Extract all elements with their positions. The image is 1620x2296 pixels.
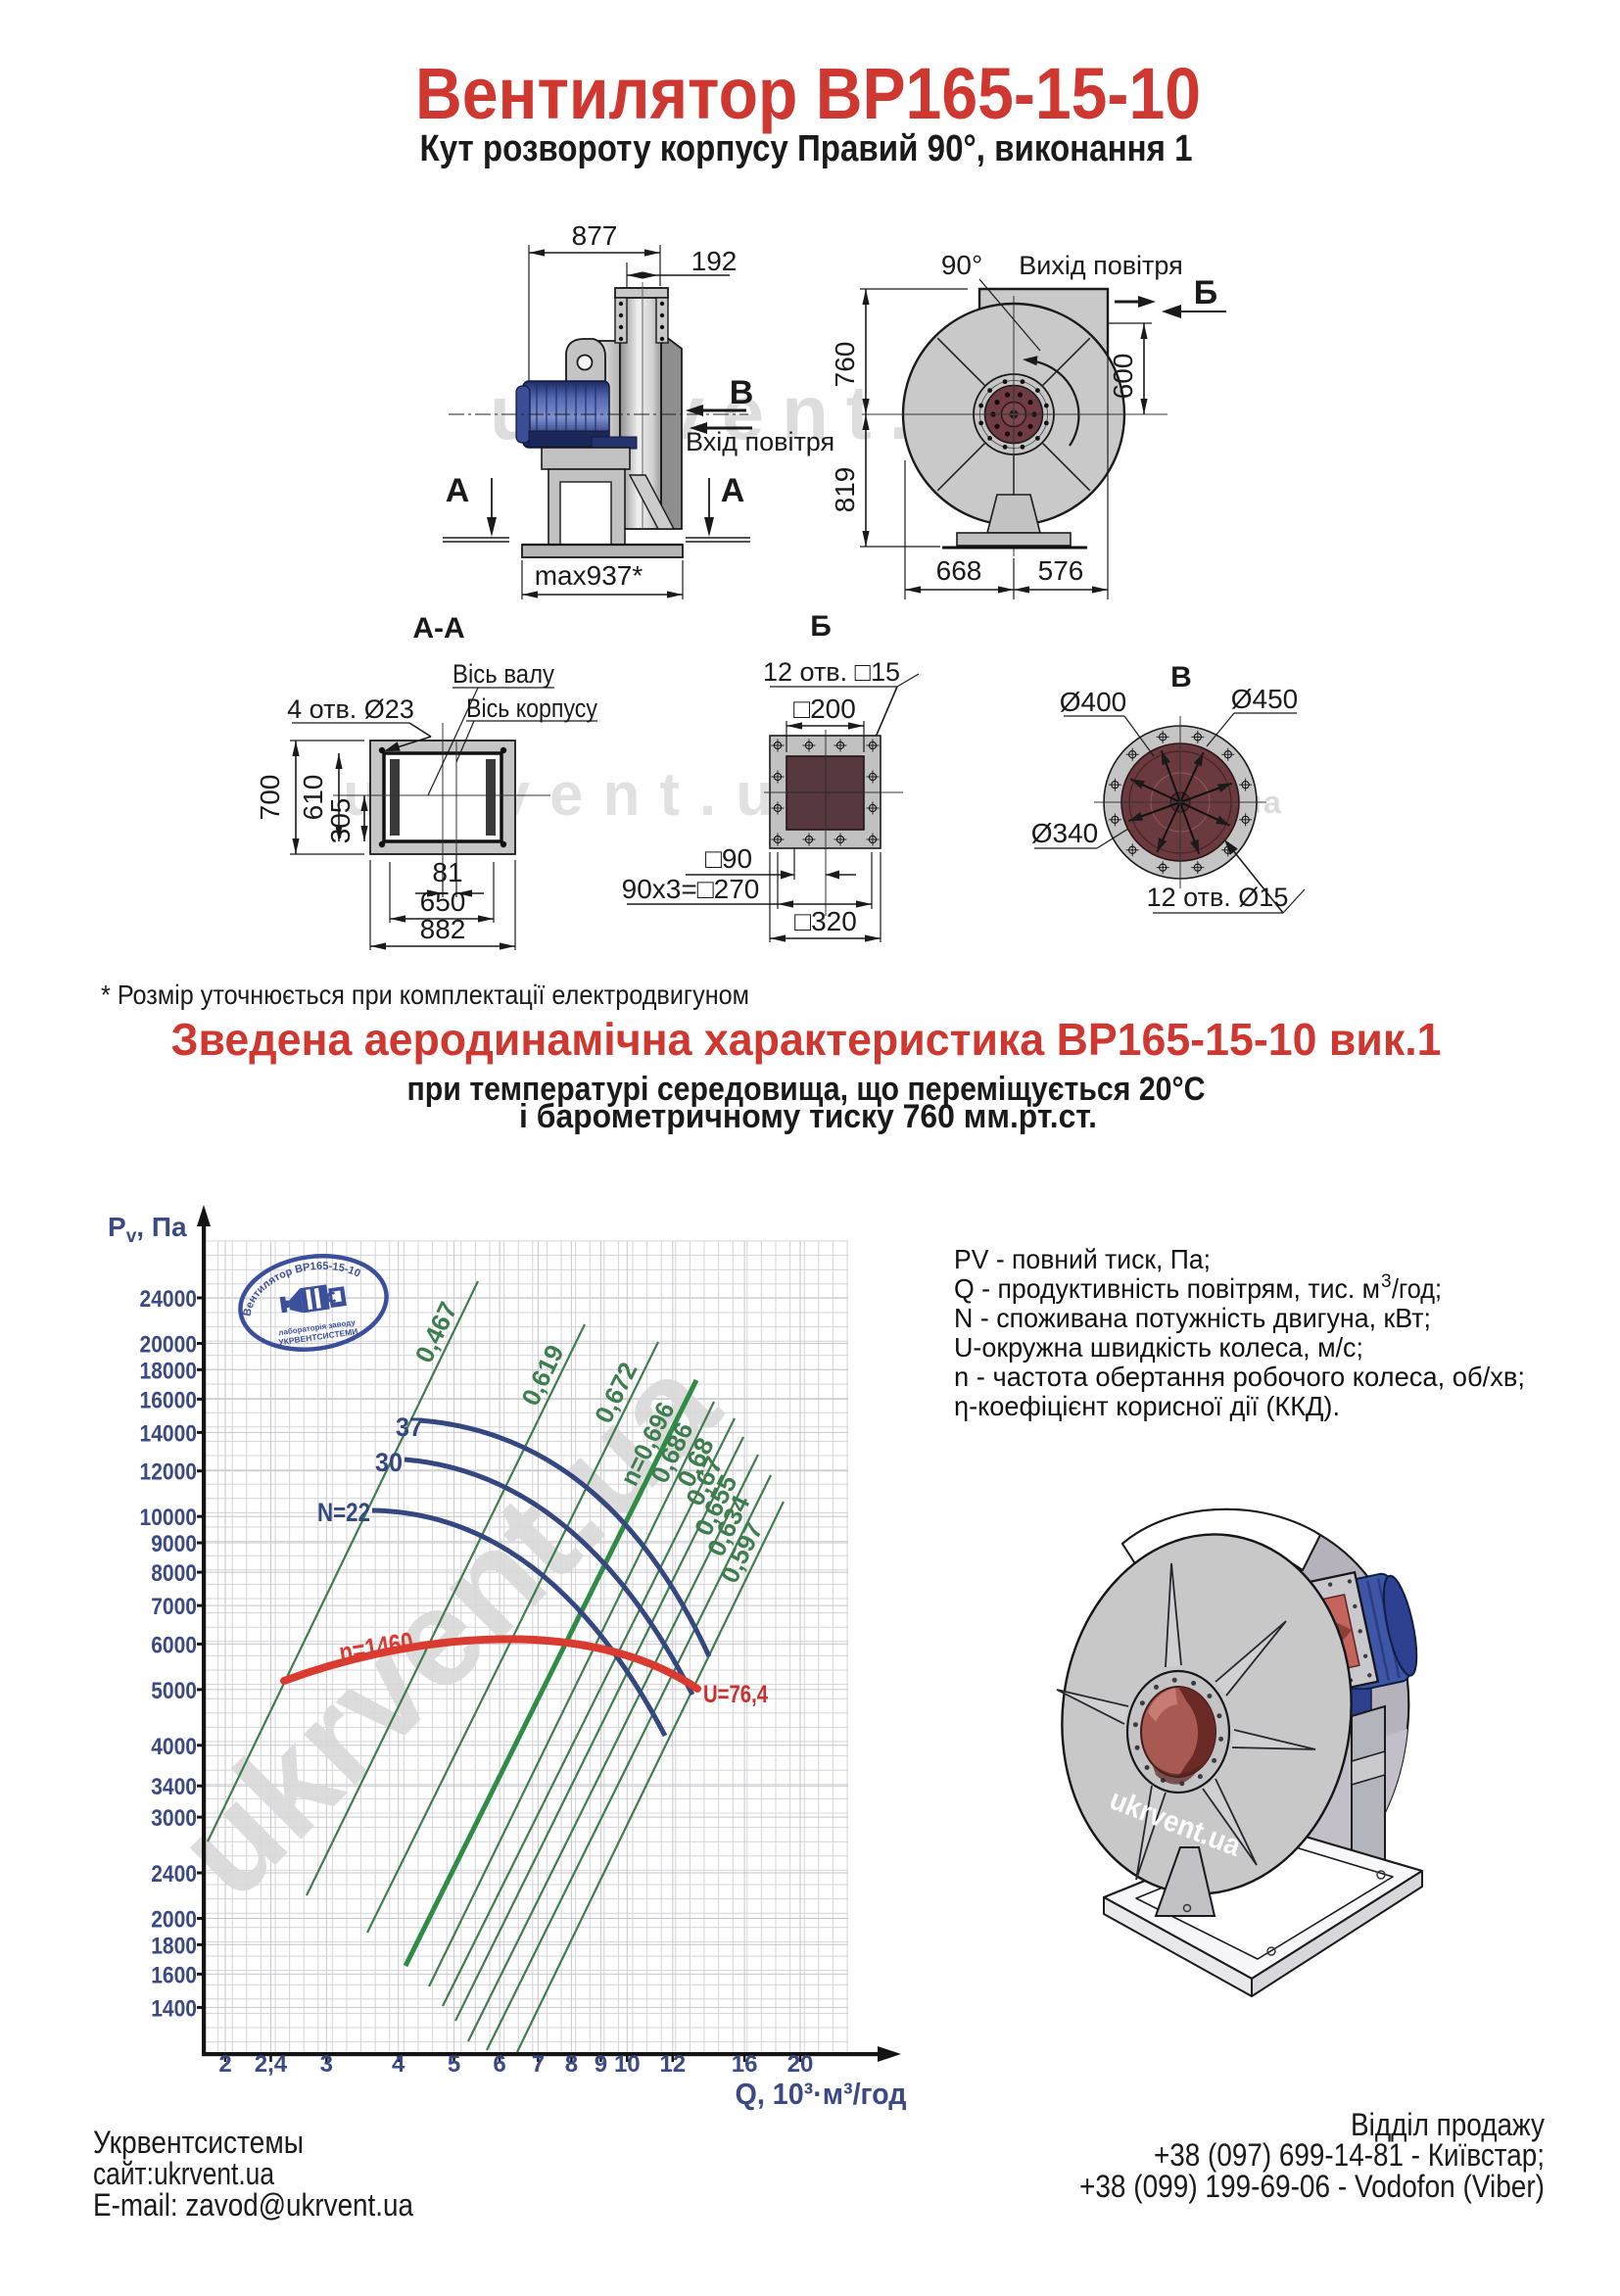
svg-text:81: 81 [432, 857, 462, 887]
svg-text:37: 37 [396, 1412, 423, 1442]
svg-text:+38 (099) 199-69-06 - Vodofon: +38 (099) 199-69-06 - Vodofon (Viber) [1079, 2169, 1545, 2204]
svg-text:□90: □90 [705, 843, 752, 874]
svg-text:n - частота обертання робочого: n - частота обертання робочого колеса, о… [954, 1362, 1525, 1392]
svg-text:14000: 14000 [140, 1420, 198, 1447]
svg-text:2: 2 [218, 2051, 231, 2078]
svg-text:9: 9 [595, 2051, 607, 2078]
svg-text:□200: □200 [793, 694, 856, 724]
svg-text:Вентилятор ВР165-15-10: Вентилятор ВР165-15-10 [415, 53, 1201, 134]
svg-text:* Розмір уточнюється при компл: * Розмір уточнюється при комплектації ел… [101, 980, 749, 1010]
svg-text:16: 16 [732, 2051, 758, 2078]
svg-text:1400: 1400 [151, 1995, 197, 2022]
svg-text:Q - продуктивність повітрям, т: Q - продуктивність повітрям, тис. м [954, 1273, 1380, 1304]
svg-text:+38 (097) 699-14-81 - Київстар: +38 (097) 699-14-81 - Київстар; [1154, 2137, 1545, 2173]
svg-text:max937*: max937* [535, 560, 643, 591]
svg-text:12: 12 [659, 2051, 686, 2078]
svg-text:1600: 1600 [151, 1962, 197, 1988]
svg-text:Укрвентсистемы: Укрвентсистемы [93, 2125, 304, 2160]
svg-text:2400: 2400 [151, 1861, 197, 1888]
svg-text:7000: 7000 [151, 1594, 197, 1620]
svg-text:882: 882 [420, 914, 466, 944]
svg-text:3: 3 [320, 2051, 333, 2078]
svg-text:U=76,4: U=76,4 [703, 1681, 768, 1708]
svg-text:N=22: N=22 [317, 1498, 370, 1527]
svg-text:12 отв. Ø15: 12 отв. Ø15 [1147, 883, 1289, 912]
svg-text:24000: 24000 [140, 1286, 198, 1313]
svg-text:12 отв. □15: 12 отв. □15 [763, 657, 900, 687]
svg-text:0,467: 0,467 [408, 1297, 462, 1367]
svg-text:5000: 5000 [151, 1678, 197, 1704]
svg-text:20000: 20000 [140, 1331, 198, 1358]
svg-text:3: 3 [1381, 1271, 1392, 1292]
svg-text:668: 668 [936, 555, 982, 586]
svg-text:Кут розвороту корпусу Правий 9: Кут розвороту корпусу Правий 90°, викона… [420, 128, 1193, 169]
svg-text:□320: □320 [794, 906, 857, 936]
svg-text:12000: 12000 [140, 1459, 198, 1486]
svg-text:N - споживана потужність двигу: N - споживана потужність двигуна, кВт; [954, 1303, 1431, 1333]
svg-text:8: 8 [565, 2051, 578, 2078]
svg-text:А: А [446, 472, 470, 509]
svg-text:4000: 4000 [151, 1734, 197, 1760]
svg-text:А-А: А-А [412, 612, 464, 645]
svg-text:10000: 10000 [140, 1505, 198, 1531]
svg-text:16000: 16000 [140, 1387, 198, 1413]
svg-text:PV - повний тиск, Па;: PV - повний тиск, Па; [954, 1244, 1211, 1274]
svg-text:760: 760 [830, 342, 860, 388]
svg-text:10: 10 [614, 2051, 641, 2078]
svg-text:192: 192 [691, 246, 738, 276]
svg-text:Ø400: Ø400 [1060, 687, 1127, 717]
svg-text:3000: 3000 [151, 1805, 197, 1832]
svg-text:Б: Б [810, 610, 832, 643]
svg-text:90x3=□270: 90x3=□270 [622, 874, 760, 904]
svg-text:Вісь корпусу: Вісь корпусу [466, 694, 597, 723]
svg-text:А: А [721, 472, 745, 509]
svg-text:сайт:ukrvent.ua: сайт:ukrvent.ua [93, 2156, 274, 2191]
svg-text:Вихід повітря: Вихід повітря [1019, 251, 1183, 280]
svg-text:700: 700 [255, 775, 285, 821]
svg-text:2000: 2000 [151, 1906, 197, 1933]
svg-text:Б: Б [1194, 274, 1217, 311]
svg-text:Ø450: Ø450 [1231, 684, 1299, 714]
svg-text:Q, 10³·м³/год: Q, 10³·м³/год [736, 2077, 907, 2111]
svg-text:6000: 6000 [151, 1632, 197, 1658]
svg-text:20: 20 [787, 2051, 814, 2078]
svg-text:2,4: 2,4 [255, 2051, 288, 2078]
svg-text:і барометричному тиску 760 мм.: і барометричному тиску 760 мм.рт.ст. [519, 1098, 1097, 1135]
svg-text:9000: 9000 [151, 1531, 197, 1557]
svg-text:305: 305 [325, 798, 356, 844]
svg-text:4 отв. Ø23: 4 отв. Ø23 [287, 694, 414, 724]
svg-text:610: 610 [298, 775, 328, 821]
svg-text:650: 650 [420, 886, 466, 917]
svg-text:819: 819 [830, 467, 860, 513]
svg-text:5: 5 [448, 2051, 460, 2078]
svg-text:U-окружна швидкість колеса, м/: U-окружна швидкість колеса, м/с; [954, 1332, 1363, 1363]
svg-text:Ø340: Ø340 [1031, 818, 1099, 848]
svg-text:576: 576 [1038, 555, 1084, 586]
svg-text:Вісь валу: Вісь валу [453, 659, 554, 689]
svg-text:30: 30 [375, 1448, 403, 1477]
svg-text:при температурі середовища, що: при температурі середовища, що переміщує… [407, 1071, 1206, 1108]
svg-text:В: В [730, 374, 754, 411]
svg-text:η-коефіцієнт корисної дії (ККД: η-коефіцієнт корисної дії (ККД). [954, 1391, 1340, 1421]
svg-text:600: 600 [1108, 354, 1138, 400]
svg-text:E-mail: zavod@ukrvent.ua: E-mail: zavod@ukrvent.ua [93, 2187, 413, 2223]
svg-text:8000: 8000 [151, 1560, 197, 1587]
svg-text:90°: 90° [941, 250, 982, 280]
svg-text:3400: 3400 [151, 1774, 197, 1800]
svg-text:Вхід повітря: Вхід повітря [686, 427, 834, 456]
svg-text:Зведена аеродинамічна характер: Зведена аеродинамічна характеристика ВР1… [171, 1014, 1442, 1065]
svg-text:/год;: /год; [1392, 1273, 1442, 1304]
svg-text:7: 7 [532, 2051, 545, 2078]
svg-text:4: 4 [392, 2051, 405, 2078]
svg-text:6: 6 [493, 2051, 505, 2078]
svg-text:18000: 18000 [140, 1358, 198, 1384]
svg-text:В: В [1170, 661, 1192, 694]
svg-text:Відділ продажу: Відділ продажу [1351, 2107, 1545, 2142]
svg-text:Pv, Па: Pv, Па [108, 1212, 187, 1247]
svg-text:1800: 1800 [151, 1933, 197, 1959]
svg-text:877: 877 [572, 220, 618, 251]
